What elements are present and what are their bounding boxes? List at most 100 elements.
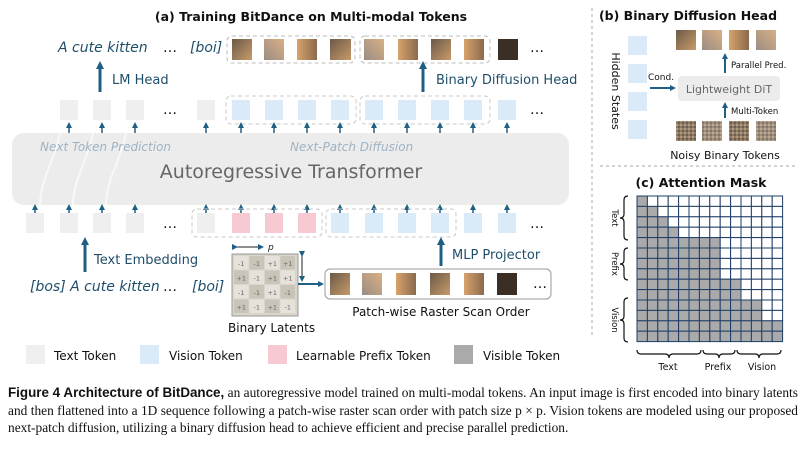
mask-cell-masked [730,237,742,249]
figure-caption: Figure 4 Architecture of BitDance, an au… [8,384,798,437]
mask-cell-visible [667,237,680,249]
mask-cell-visible [667,299,680,311]
mask-cell-masked [730,216,742,228]
latent-value: -1 [238,289,244,297]
latent-cell [265,270,280,284]
mask-cell-masked [761,247,773,259]
mask-cell-masked [771,257,784,270]
mask-cell-visible [740,309,752,322]
mask-cell-masked [740,289,752,301]
mask-cell-visible [771,330,784,343]
vision-brace [619,297,629,343]
legend-prefix-token: Learnable Prefix Token [296,349,431,363]
ellipsis-input: … [163,279,177,295]
boi-input: [boi] [192,279,224,295]
mask-cell-visible [688,289,700,301]
output-token-row [60,95,516,125]
latent-value: -1 [285,289,291,297]
latent-value: +1 [283,274,293,282]
legend-swatch-text [26,345,45,364]
mask-cell-visible [657,278,669,291]
mask-cell-masked [761,289,773,301]
mask-cell-visible [698,289,711,301]
image-patch [398,39,418,60]
mask-cell-visible [709,237,721,249]
mask-cell-masked [730,195,742,207]
mask-cell-masked [719,216,732,228]
image-patch [364,39,384,60]
mask-cell-masked [761,195,773,207]
mask-cell-masked [771,278,784,291]
p-label-horizontal: p [267,243,274,253]
latent-value: -1 [254,274,260,282]
mask-cell-visible [646,268,659,280]
mask-cell-masked [730,257,742,270]
mask-cell-visible [657,320,669,332]
transformer-block [12,133,569,205]
ellipsis-output-2: … [530,40,544,56]
mask-cell-masked [730,268,742,280]
mask-cell-visible [709,268,721,280]
mask-cell-masked [740,257,752,270]
mask-cell-visible [657,309,669,322]
mask-cell-visible [688,299,700,311]
latent-cell [249,299,264,313]
latent-cell [249,285,264,299]
latent-cell [234,299,249,313]
latent-value: -1 [254,289,260,297]
prefix-brace [619,247,629,281]
mask-cell-visible [688,247,700,259]
mask-cell-masked [750,216,763,228]
curve-decoration [39,132,127,206]
mask-cell-masked [750,226,763,239]
hidden-states-label: Hidden States [609,52,622,130]
mask-cell-visible [667,257,680,270]
mask-cell-visible [730,320,742,332]
next-token-prediction-label: Next Token Prediction [40,140,171,154]
mask-cell-masked [730,205,742,218]
mask-cell-visible [698,237,711,249]
noisy-patches [676,121,776,141]
latent-cell [280,270,295,284]
mask-cell-visible [719,330,732,343]
mask-col-label-vision: Vision [748,362,776,373]
mask-cell-visible [678,268,690,280]
mask-cell-masked [740,237,752,249]
ellipsis-lower-1: … [163,216,177,232]
mask-cell-visible [667,247,680,259]
architecture-figure: (a) Training BitDance on Multi-modal Tok… [12,8,795,373]
mask-cell-masked [719,226,732,239]
small-up-arrows [66,122,510,133]
mask-cell-masked [771,195,784,207]
mask-cell-masked [750,289,763,301]
image-patch [297,39,317,60]
mask-cell-visible [657,268,669,280]
vision-bottom-brace [736,349,782,359]
mask-cell-masked [740,216,752,228]
latent-cell [265,256,280,270]
mask-cell-visible [688,330,700,343]
mask-cell-visible [678,299,690,311]
latent-value: -1 [254,260,260,268]
input-token-row [26,208,516,238]
dit-block [678,76,780,101]
mask-cell-visible [750,309,763,322]
mask-cell-visible [646,330,659,343]
latent-cell [234,270,249,284]
raster-scan-label: Patch-wise Raster Scan Order [352,305,530,319]
output-patch-group [226,35,518,64]
mask-cell-visible [646,205,659,218]
mask-cell-masked [761,216,773,228]
latent-value: -1 [238,260,244,268]
mask-cell-visible [709,299,721,311]
mask-cell-visible [636,268,648,280]
legend-visible-token: Visible Token [483,349,560,363]
mask-cell-visible [709,289,721,301]
mask-cell-visible [636,309,648,322]
mask-cell-masked [771,268,784,280]
mask-cell-visible [636,237,648,249]
mask-cell-masked [761,226,773,239]
mask-cell-visible [657,237,669,249]
mask-cell-visible [709,320,721,332]
mask-cell-visible [657,299,669,311]
